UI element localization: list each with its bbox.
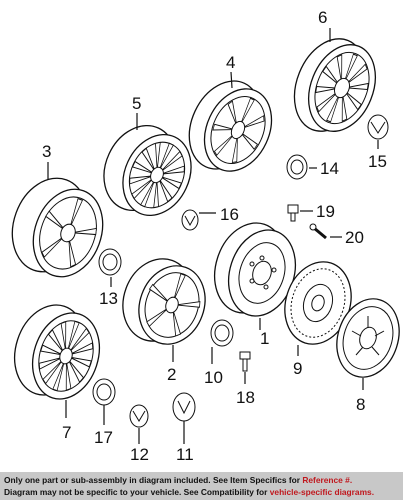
reference-link-text: Reference #. (302, 475, 353, 485)
center-cap-10 (210, 319, 234, 347)
disclaimer-line-2: Diagram may not be specific to your vehi… (4, 487, 375, 497)
emblem-12 (129, 404, 149, 428)
callout-19: 19 (316, 202, 335, 221)
lug-bolt-18 (239, 351, 251, 372)
callout-2: 2 (167, 365, 176, 384)
wheel-3 (11, 177, 104, 278)
emblem-16 (181, 209, 199, 231)
callout-5: 5 (132, 94, 141, 113)
center-cap-11 (172, 392, 196, 422)
disclaimer-line-1: Only one part or sub-assembly in diagram… (4, 475, 353, 485)
callout-3: 3 (42, 142, 51, 161)
callout-9: 9 (293, 359, 302, 378)
callout-6: 6 (318, 8, 327, 27)
valve-stem-20 (309, 223, 327, 240)
callout-13: 13 (99, 289, 118, 308)
callout-14: 14 (320, 159, 339, 178)
callout-20: 20 (345, 228, 364, 247)
callout-1: 1 (260, 329, 269, 348)
wheel-2 (122, 258, 206, 345)
wheel-parts-diagram: 1 2 3 4 5 6 7 8 9 10 11 12 13 14 15 16 1… (11, 8, 400, 464)
wheel-5 (103, 124, 192, 217)
callout-4: 4 (226, 53, 235, 72)
emblem-15 (367, 114, 389, 140)
compatibility-link-text: vehicle-specific diagrams. (269, 487, 375, 497)
wheel-6 (293, 38, 376, 132)
callout-8: 8 (356, 395, 365, 414)
center-cap-13 (98, 248, 122, 276)
callout-15: 15 (368, 152, 387, 171)
disclaimer-footer: Only one part or sub-assembly in diagram… (0, 472, 403, 500)
callout-16: 16 (220, 205, 239, 224)
center-cap-17 (92, 378, 116, 406)
callout-10: 10 (204, 368, 223, 387)
wheel-cover-9 (284, 261, 352, 345)
leader-lines (47, 28, 379, 444)
steel-wheel-1 (214, 222, 296, 317)
lug-nut-19 (287, 204, 299, 222)
callout-11: 11 (176, 445, 194, 464)
callout-18: 18 (236, 388, 255, 407)
center-cap-14 (286, 154, 308, 180)
wheel-cover-8 (336, 298, 400, 378)
callout-7: 7 (62, 423, 71, 442)
wheel-4 (188, 80, 273, 172)
callout-17: 17 (94, 428, 113, 447)
callout-12: 12 (130, 445, 149, 464)
wheel-7 (14, 304, 100, 400)
